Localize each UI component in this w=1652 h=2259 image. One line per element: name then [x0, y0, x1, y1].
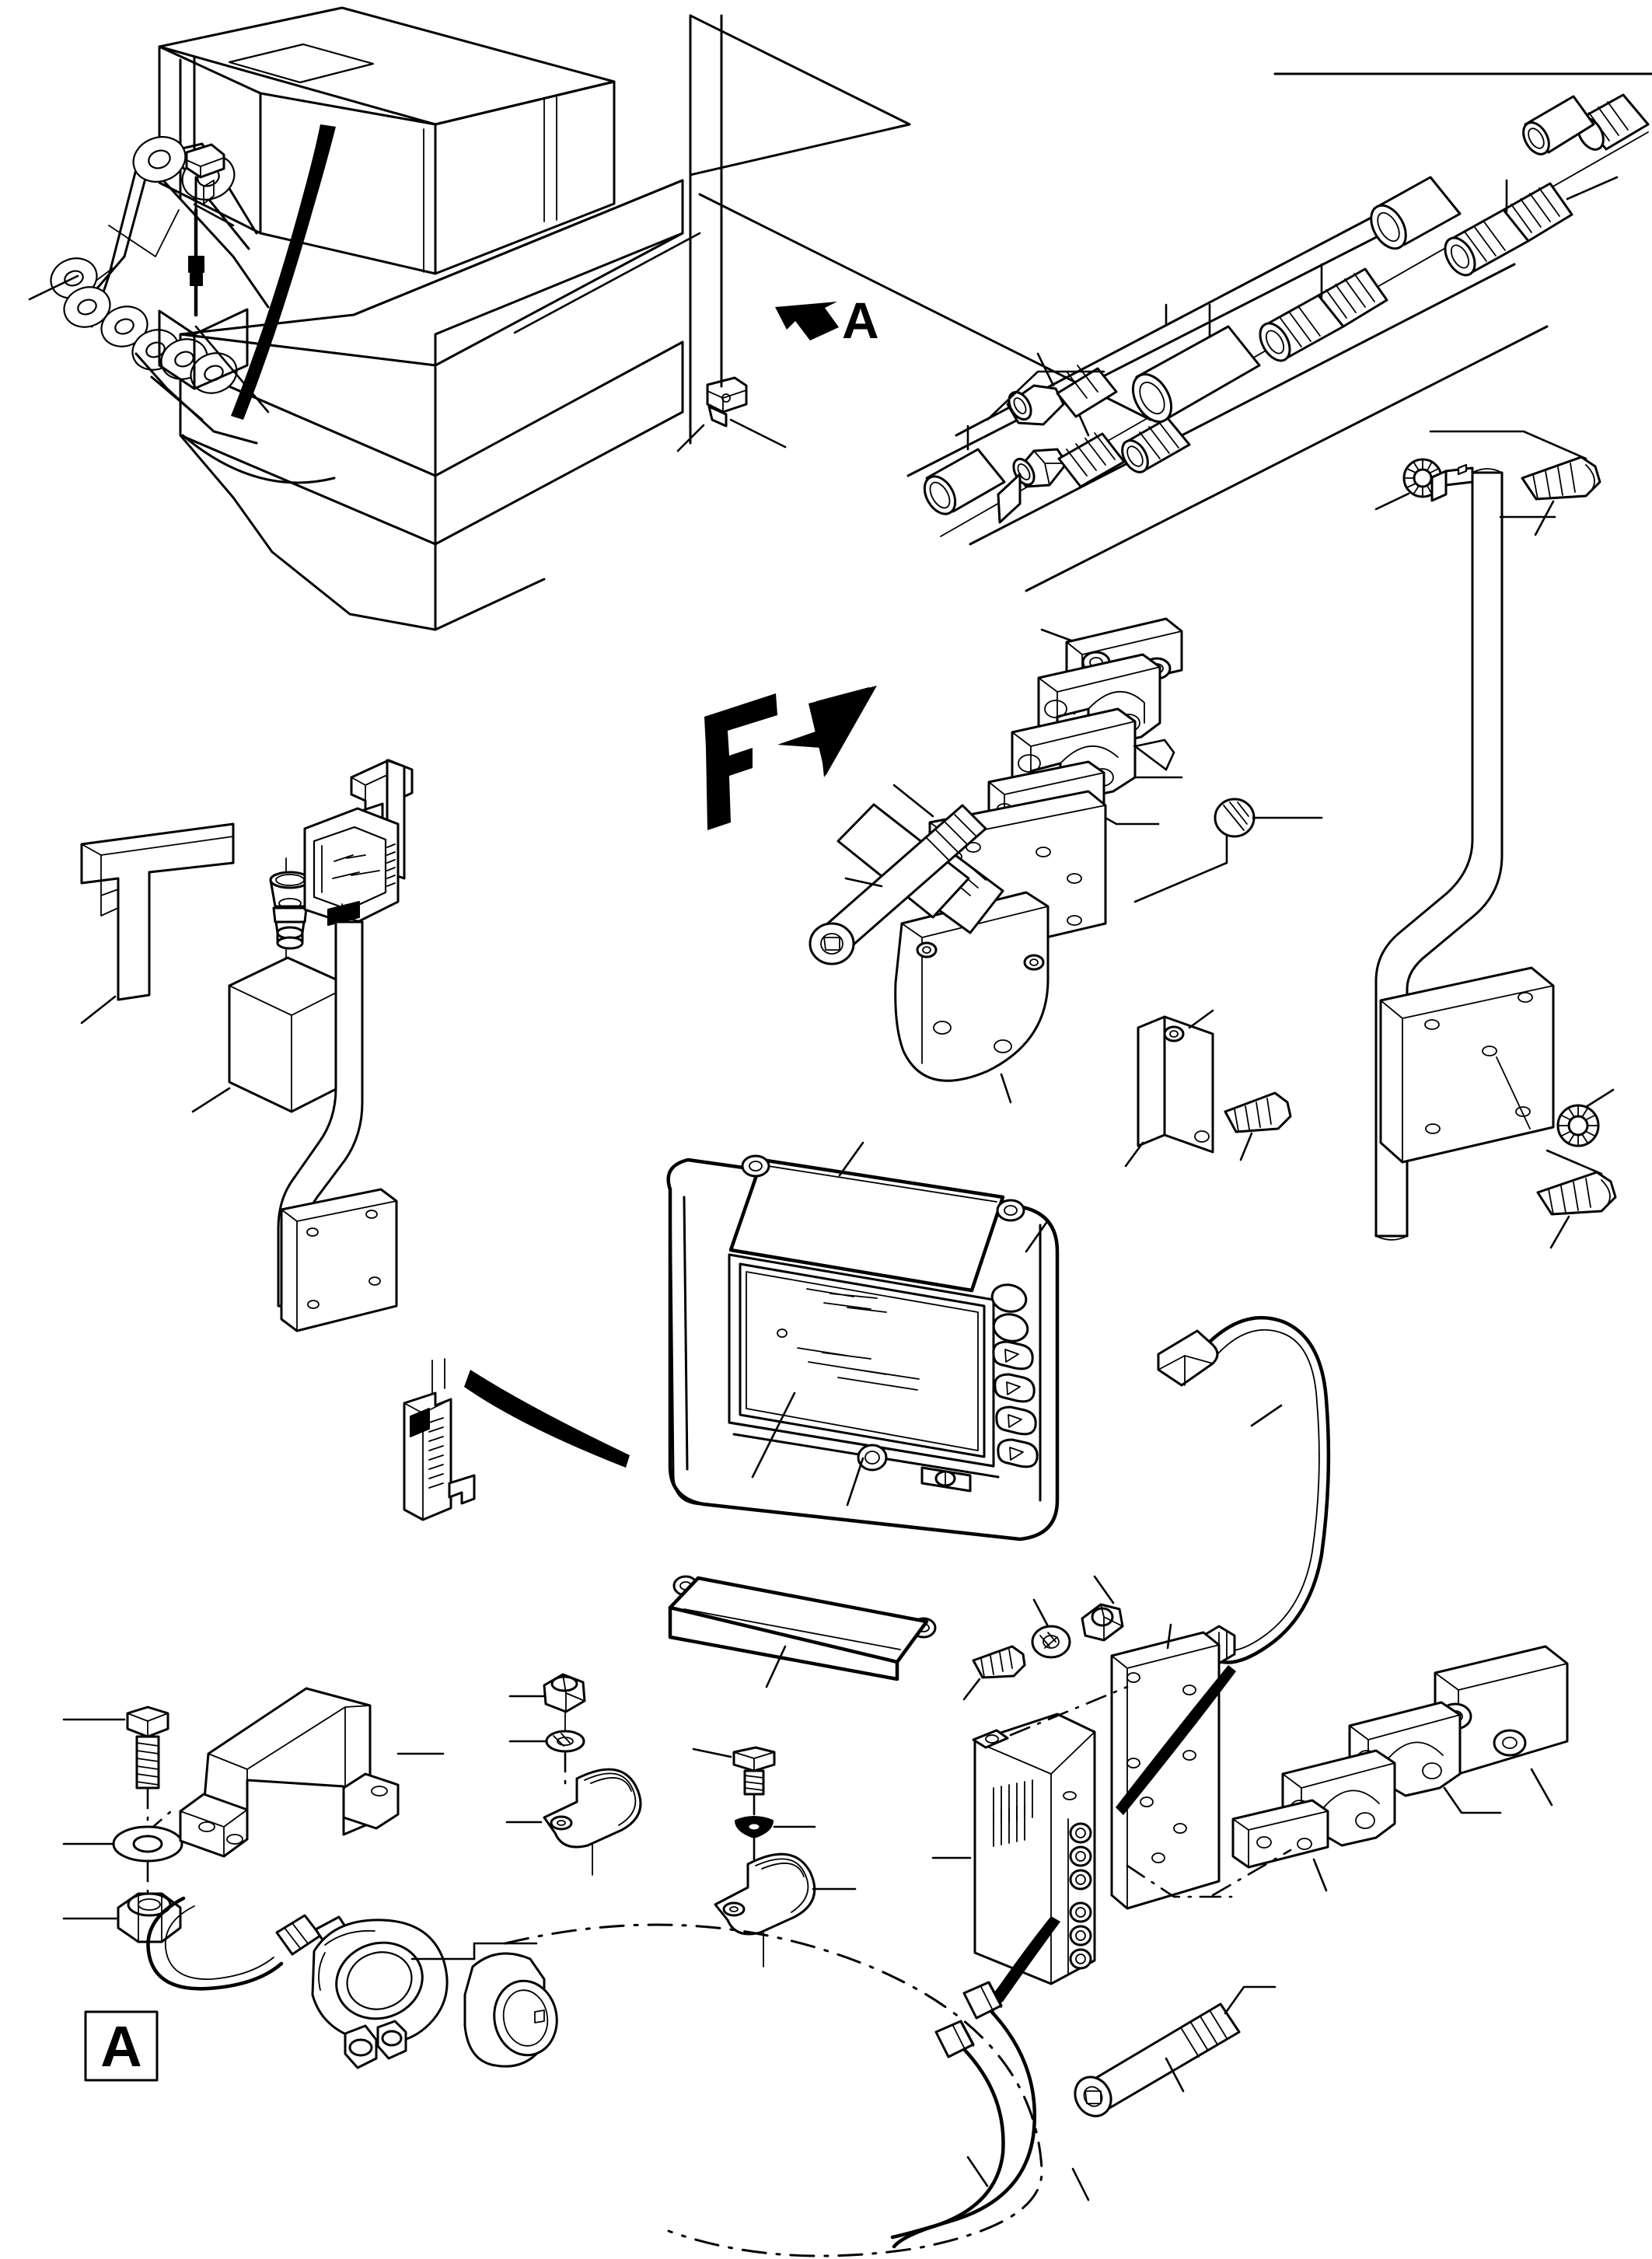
detail-a-letter: A	[100, 2014, 141, 2079]
cable-sleeve-2	[1131, 303, 1261, 423]
gas-strut-group	[809, 803, 1004, 965]
detail-a-bolt	[62, 1706, 173, 1834]
mast-clamp-blocks-group	[1211, 1645, 1569, 1897]
detail-a-cover-bracket	[179, 1687, 445, 1858]
softkey-arrows	[992, 1340, 1039, 1468]
knurled-nut	[1133, 798, 1323, 903]
small-display-group	[277, 759, 630, 1521]
detail-a-group: A	[62, 1687, 1043, 2257]
view-arrow-a-group: A	[775, 292, 879, 349]
clamp-blocks-group	[809, 617, 1323, 1168]
hex-bolt-lower	[1536, 1149, 1617, 1249]
p-clamp-set-1	[505, 1673, 642, 1876]
monitor-hardware-group	[962, 1575, 1124, 1701]
cable-sleeve-3	[1522, 93, 1650, 155]
ecu-group	[890, 1623, 1277, 2249]
cable-connector-chain-group	[923, 93, 1650, 537]
harness-pair-bottom	[890, 1981, 1090, 2249]
angle-plate-right	[1124, 1009, 1292, 1168]
protective-tube	[1370, 176, 1462, 250]
serrated-washer-lower	[1556, 1088, 1615, 1147]
reference-lines	[906, 72, 1652, 592]
visor-rail-group	[668, 1575, 937, 1688]
mast-post-group	[1374, 463, 1617, 1249]
harness-group	[1157, 1315, 1331, 1667]
union-body-mid	[1006, 352, 1118, 426]
cable-sleeve-1	[923, 424, 1006, 515]
detail-a-sensor	[146, 1896, 558, 2069]
t-bracket-group	[80, 822, 235, 1025]
view-arrow-a-letter: A	[842, 292, 879, 349]
cable-gland-3	[1259, 263, 1388, 362]
main-monitor-group	[666, 1141, 1060, 1541]
detail-a-label: A	[84, 2010, 159, 2082]
hex-bolt-top	[1429, 430, 1601, 536]
forward-marker-group: F	[704, 686, 877, 830]
grommet-fitting-group	[269, 857, 351, 979]
coupling-nut-2	[997, 473, 1022, 524]
cable-gland-4	[1444, 176, 1619, 277]
detail-a-washer	[62, 1825, 183, 1900]
spacer-block-group	[191, 956, 351, 1113]
detail-a-nut	[62, 1892, 182, 1943]
p-clamps-group	[505, 1673, 857, 1967]
cable-gland-2	[1121, 417, 1191, 473]
p-clamp-set-2	[692, 1746, 857, 1967]
machine-overview-group	[28, 6, 787, 631]
threaded-body-1	[1057, 399, 1126, 488]
mast-base-plate	[1379, 966, 1555, 1164]
socket-bolt-ecu	[1074, 1985, 1277, 2118]
